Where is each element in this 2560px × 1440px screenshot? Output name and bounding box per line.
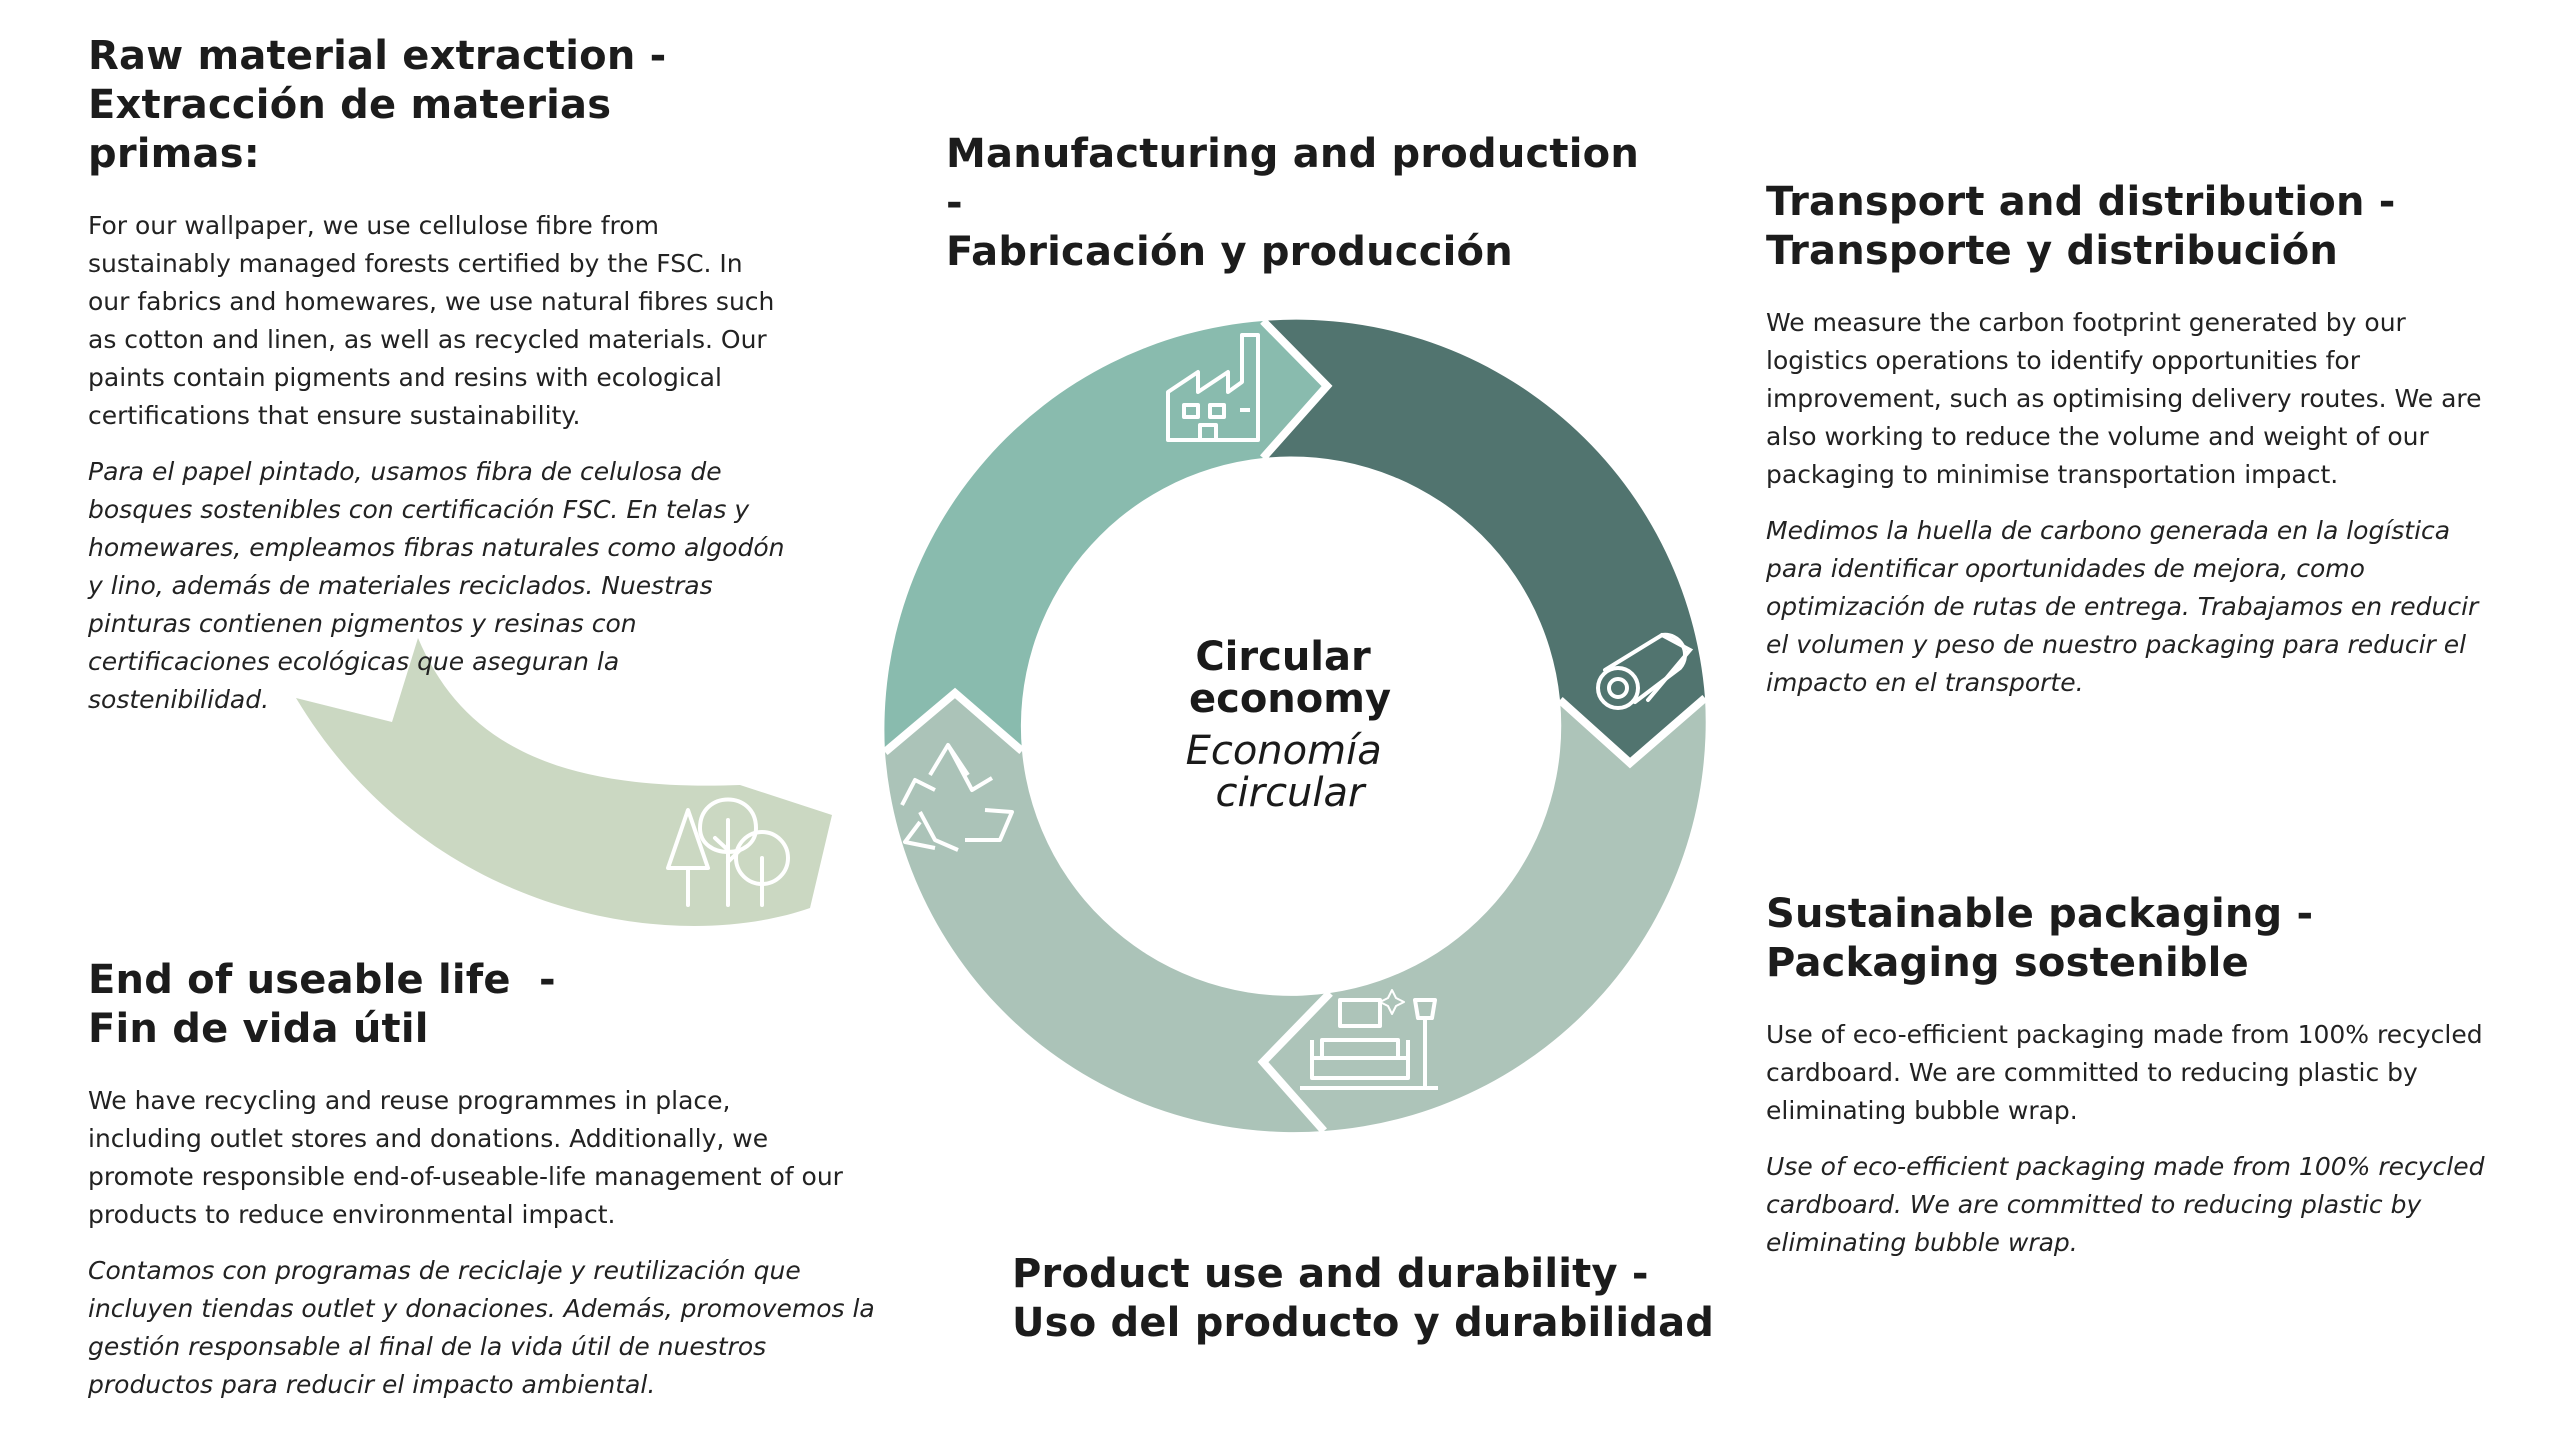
stage-packaging-body-en: Use of eco-efficient packaging made from… xyxy=(1766,1020,2483,1125)
stage-end-body-en: We have recycling and reuse programmes i… xyxy=(88,1086,843,1229)
stage-packaging-title-es: Packaging sostenible xyxy=(1766,940,2249,986)
stage-raw-body-es: Para el papel pintado, usamos fibra de c… xyxy=(88,457,785,714)
stage-transport-title: Transport and distribution - Transporte … xyxy=(1766,178,2506,276)
stage-raw-title-en: Raw material extraction - xyxy=(88,33,667,79)
center-subtitle-line1: Economía xyxy=(1186,728,1382,774)
center-title: Circular economy xyxy=(1189,634,1391,722)
stage-manufacturing-title-es: Fabricación y producción xyxy=(946,229,1513,275)
stage-manufacturing-title-en: Manufacturing and production - xyxy=(946,131,1640,226)
stage-packaging-body-es: Use of eco-efficient packaging made from… xyxy=(1766,1152,2485,1257)
center-title-line2: economy xyxy=(1189,676,1391,722)
segment-packaging xyxy=(1263,698,1706,1131)
segment-product-end xyxy=(885,693,1330,1133)
stage-packaging-title: Sustainable packaging - Packaging sosten… xyxy=(1766,890,2486,988)
stage-end-title-es: Fin de vida útil xyxy=(88,1006,429,1052)
stage-product-title-es: Uso del producto y durabilidad xyxy=(1012,1300,1715,1346)
stage-transport: Transport and distribution - Transporte … xyxy=(1766,178,2506,702)
stage-raw-title: Raw material extraction - Extracción de … xyxy=(88,32,788,179)
cycle-ring xyxy=(882,318,1708,1134)
stage-end-body-es: Contamos con programas de reciclaje y re… xyxy=(88,1256,875,1399)
stage-manufacturing: Manufacturing and production - Fabricaci… xyxy=(946,130,1666,277)
factory-icon xyxy=(1166,333,1260,442)
center-title-line1: Circular xyxy=(1195,634,1371,680)
stage-product-title-en: Product use and durability - xyxy=(1012,1251,1649,1297)
center-subtitle: Economía circular xyxy=(1186,728,1395,816)
stage-raw-title-es: Extracción de materias primas: xyxy=(88,82,612,177)
stage-end-title: End of useable life - Fin de vida útil xyxy=(88,956,888,1054)
segment-transport xyxy=(1263,319,1705,763)
stage-raw-material: Raw material extraction - Extracción de … xyxy=(88,32,788,719)
stage-transport-body-es: Medimos la huella de carbono generada en… xyxy=(1766,516,2479,697)
stage-packaging-title-en: Sustainable packaging - xyxy=(1766,891,2314,937)
stage-end-of-life: End of useable life - Fin de vida útil W… xyxy=(88,956,888,1404)
trees-icon xyxy=(666,797,790,907)
stage-end-title-en: End of useable life - xyxy=(88,957,556,1003)
recycle-icon xyxy=(900,743,1014,852)
stage-manufacturing-title: Manufacturing and production - Fabricaci… xyxy=(946,130,1666,277)
paper-roll-icon xyxy=(1596,632,1694,710)
center-subtitle-line2: circular xyxy=(1216,770,1368,816)
stage-packaging: Sustainable packaging - Packaging sosten… xyxy=(1766,890,2486,1262)
sofa-icon xyxy=(1300,989,1438,1090)
stage-transport-title-en: Transport and distribution - xyxy=(1766,179,2396,225)
stage-raw-body-en: For our wallpaper, we use cellulose fibr… xyxy=(88,211,775,430)
stage-product-title: Product use and durability - Uso del pro… xyxy=(1012,1250,1772,1348)
stage-transport-body-en: We measure the carbon footprint generate… xyxy=(1766,308,2482,489)
raw-material-segment xyxy=(296,638,832,926)
stage-transport-title-es: Transporte y distribución xyxy=(1766,228,2339,274)
stage-product-use: Product use and durability - Uso del pro… xyxy=(1012,1250,1772,1348)
